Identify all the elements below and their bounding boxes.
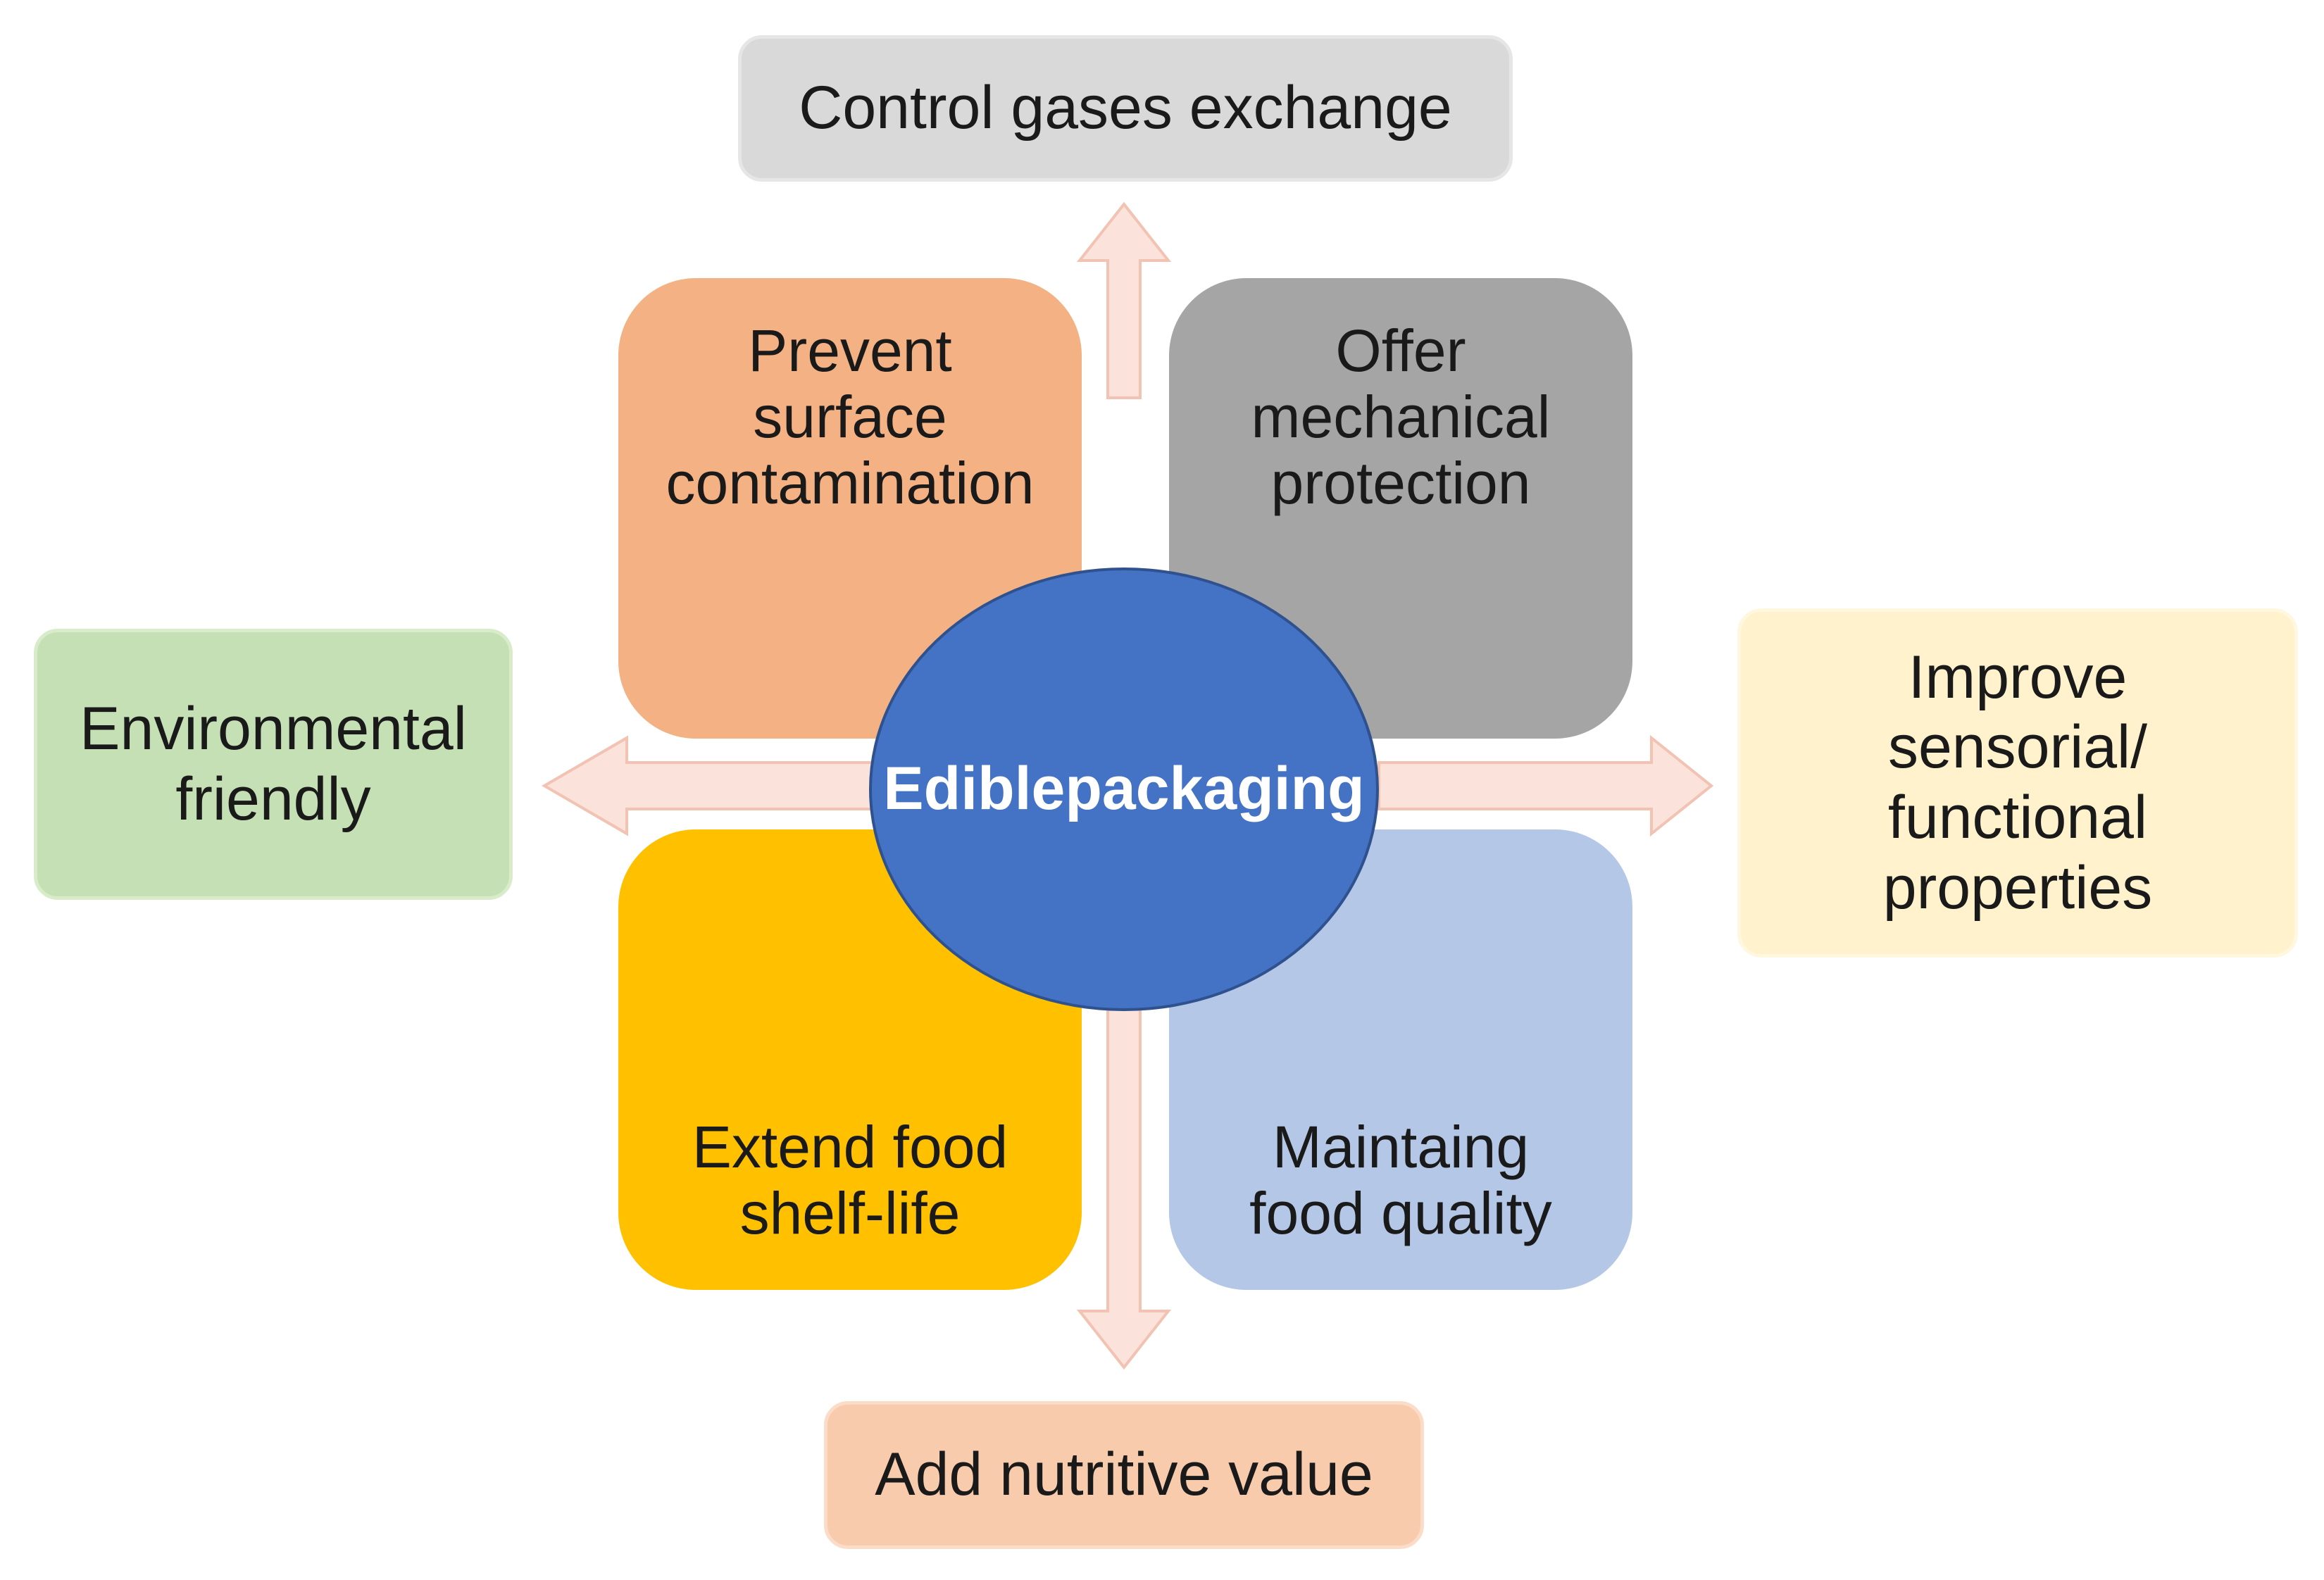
- arrow-up: [1076, 201, 1172, 399]
- arrow-down: [1076, 998, 1172, 1370]
- center-label: Ediblepackaging: [883, 755, 1365, 823]
- box-label: Add nutritive value: [875, 1441, 1373, 1509]
- arrow-right: [1377, 734, 1714, 837]
- box-label: Control gases exchange: [799, 74, 1452, 142]
- box-add-nutritive-value: Add nutritive value: [824, 1401, 1424, 1549]
- box-control-gases-exchange: Control gases exchange: [738, 35, 1513, 182]
- arrow-left: [542, 735, 875, 836]
- center-edible-packaging: Ediblepackaging: [869, 568, 1379, 1011]
